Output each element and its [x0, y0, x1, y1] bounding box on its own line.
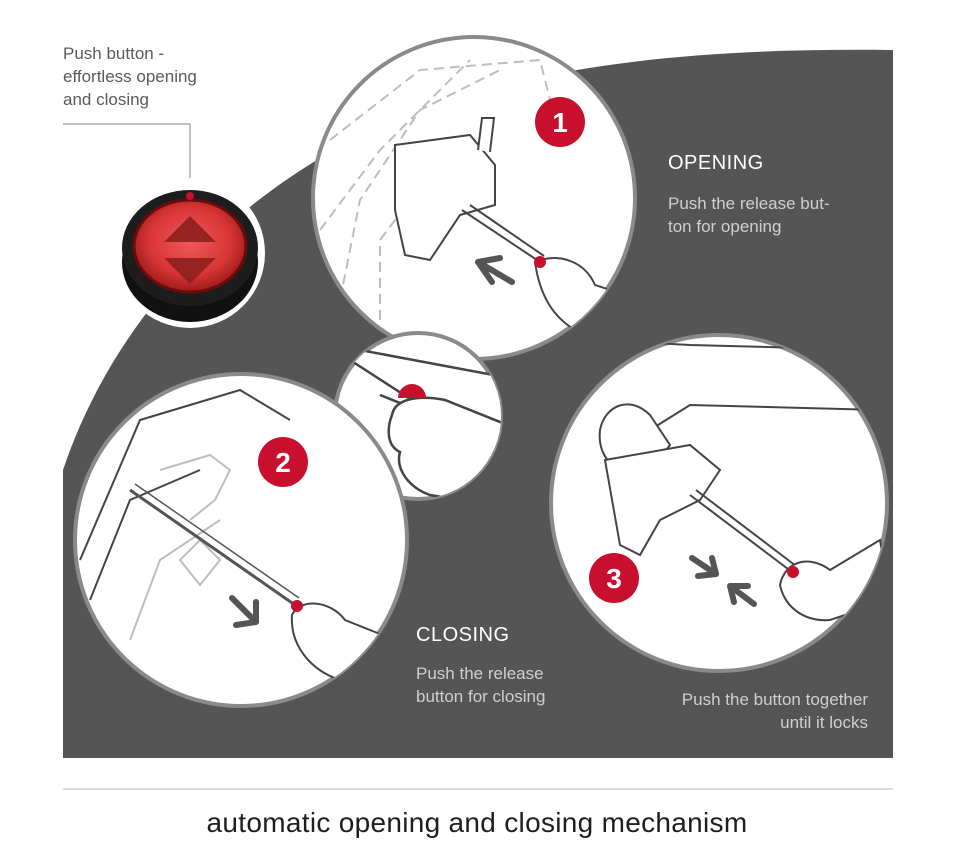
callout-line-3: and closing	[63, 90, 150, 109]
footer-caption: automatic opening and closing mechanism	[206, 807, 748, 838]
push-button-callout: Push button - effortless opening and clo…	[63, 42, 253, 111]
opening-heading: OPENING	[668, 152, 764, 174]
arrow-up-icon	[164, 216, 216, 242]
step-1-number: 1	[552, 107, 568, 138]
lock-desc-line-1: Push the button together	[681, 690, 868, 709]
release-button-dot	[534, 256, 546, 268]
step-2-badge	[258, 437, 308, 487]
release-button-dot	[787, 566, 799, 578]
direction-arrow-icon	[229, 595, 259, 628]
umbrella-icon	[79, 388, 300, 641]
closing-heading: CLOSING	[416, 624, 510, 646]
push-button-icon	[115, 178, 265, 328]
closing-description: Push the release button for closing	[416, 662, 545, 708]
step-3-number: 3	[606, 563, 622, 594]
opening-desc-line-1: Push the release but-	[668, 194, 830, 213]
release-button-dot	[398, 384, 426, 398]
direction-arrow-icon	[689, 555, 719, 579]
opening-desc-line-2: ton for opening	[668, 217, 782, 236]
lock-description: Push the button together until it locks	[600, 688, 868, 734]
step-3-badge	[589, 553, 639, 603]
callout-line-1: Push button -	[63, 44, 165, 63]
step-2-illustration: 2	[73, 372, 409, 708]
umbrella-icon	[319, 58, 561, 320]
umbrella-icon	[603, 443, 797, 573]
step-1-badge	[535, 97, 585, 147]
closing-desc-line-2: button for closing	[416, 687, 546, 706]
lock-desc-line-2: until it locks	[780, 713, 868, 732]
closing-desc-line-1: Push the release	[416, 664, 544, 683]
direction-arrow-icon	[727, 583, 757, 607]
direction-arrow-icon	[475, 255, 515, 285]
callout-dot	[186, 192, 194, 200]
opening-description: Push the release but- ton for opening	[668, 192, 830, 238]
release-button-dot	[291, 600, 303, 612]
arrow-down-icon	[164, 258, 216, 284]
callout-line-2: effortless opening	[63, 67, 197, 86]
callout-leader-line	[63, 123, 191, 194]
step-3-illustration: 3	[549, 333, 889, 673]
step-2-number: 2	[275, 447, 291, 478]
